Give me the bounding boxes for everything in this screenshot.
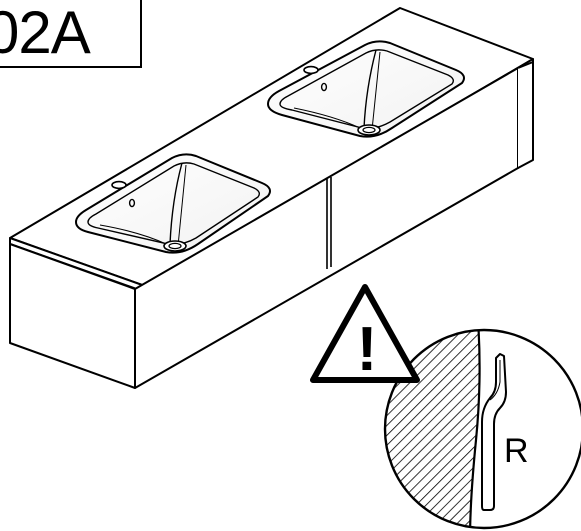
profile-section [481, 353, 507, 511]
detail-magnifier [383, 328, 581, 530]
part-number-label: 02A [0, 0, 142, 68]
drawer-divider [326, 177, 332, 269]
right-tap-hole [303, 65, 319, 75]
side-label: R [504, 432, 529, 470]
left-basin [75, 153, 271, 254]
right-basin [267, 40, 465, 138]
warning-triangle-icon: ! [310, 284, 420, 384]
warning-exclamation: ! [357, 315, 378, 384]
left-tap-hole [111, 180, 127, 190]
